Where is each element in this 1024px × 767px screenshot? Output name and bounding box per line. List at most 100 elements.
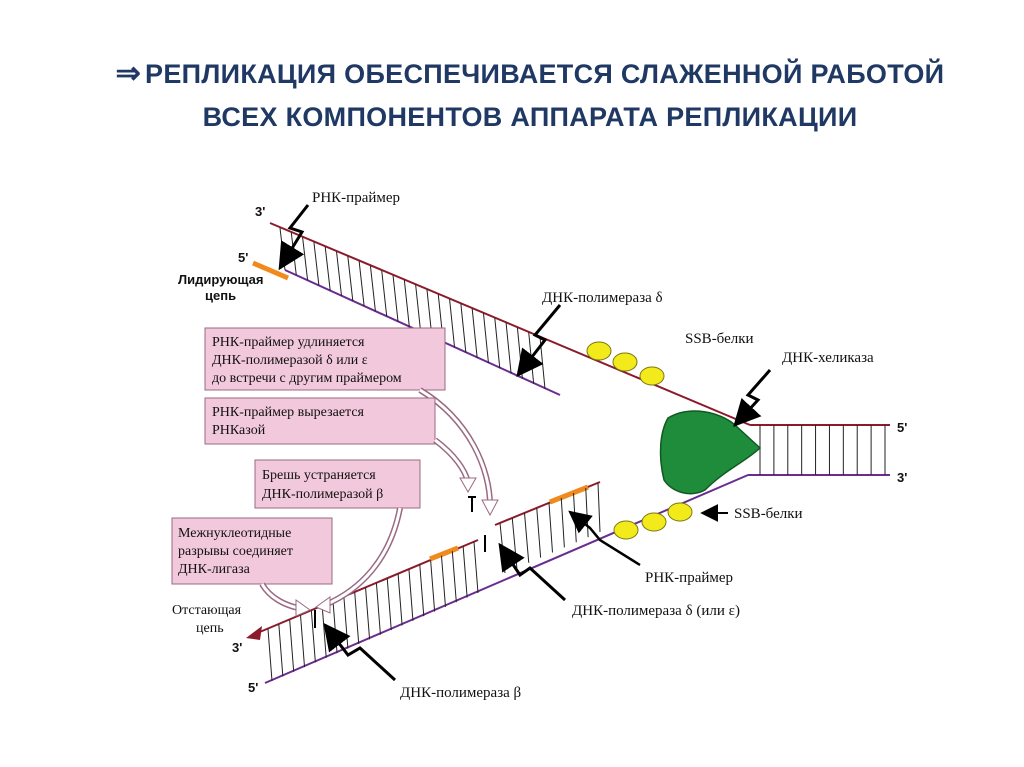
label-helicase: ДНК-хеликаза <box>782 350 874 366</box>
callout4-line2: разрывы соединяет <box>178 544 293 559</box>
callout-texts: РНК-праймер удлиняется ДНК-полимеразой δ… <box>178 335 402 577</box>
callout-gap-fill <box>254 459 421 614</box>
base-pair-rung <box>324 246 331 291</box>
base-pair-rung <box>369 265 376 312</box>
parental-duplex <box>748 424 890 476</box>
label-dna-pol-delta-eps: ДНК-полимераза δ (или ε) <box>572 603 740 619</box>
base-pair-rung <box>449 299 456 348</box>
arrow-dna-pol-delta <box>516 304 562 378</box>
ssb-protein <box>639 366 665 386</box>
base-pair-rung <box>300 615 306 668</box>
ssb-protein <box>613 520 639 540</box>
base-pair-rung <box>560 497 565 548</box>
base-pair-rung <box>381 270 388 317</box>
duplex-base-pairs <box>759 425 886 475</box>
base-pair-rung <box>505 322 512 374</box>
base-pair-rung <box>536 507 542 558</box>
base-pair-rung <box>524 512 530 563</box>
lagging-primer-2 <box>549 484 589 505</box>
label-3prime-top: 3' <box>255 204 265 219</box>
ssb-protein <box>612 352 638 372</box>
base-pair-rung <box>358 261 365 307</box>
base-pair-rung <box>343 596 349 649</box>
diagram-labels: РНК-праймер 3' 5' Лидирующая цепь ДНК-по… <box>172 190 907 701</box>
label-dna-pol-delta: ДНК-полимераза δ <box>542 290 663 306</box>
callout2-line1: РНК-праймер вырезается <box>212 405 365 420</box>
label-leading-strand-1: Лидирующая <box>178 272 263 287</box>
callout-ligase <box>171 517 333 617</box>
ssb-protein <box>641 512 667 532</box>
label-5prime-top: 5' <box>238 250 248 265</box>
leading-primer <box>252 260 289 281</box>
base-pair-rung <box>321 606 327 658</box>
base-pair-rung <box>375 583 381 635</box>
base-pair-rung <box>392 275 399 322</box>
ssb-proteins-top <box>586 341 665 386</box>
label-3prime-bottom: 3' <box>232 640 242 655</box>
base-pair-rung <box>471 308 478 359</box>
ssb-protein <box>667 502 693 522</box>
callout1-line2: ДНК-полимеразой δ или ε <box>212 353 368 368</box>
title-line-2: ВСЕХ КОМПОНЕНТОВ АППАРАТА РЕПЛИКАЦИИ <box>202 102 858 132</box>
ssb-proteins-bottom <box>613 502 693 540</box>
base-pair-rung <box>408 569 414 621</box>
label-5prime-bottom: 5' <box>248 680 258 695</box>
base-pair-rung <box>386 578 392 631</box>
arrow-rna-primer-bottom <box>568 510 641 567</box>
label-rna-primer-bottom: РНК-праймер <box>645 570 733 586</box>
title-line-1: ⇒РЕПЛИКАЦИЯ ОБЕСПЕЧИВАЕТСЯ СЛАЖЕННОЙ РАБ… <box>115 57 945 90</box>
dna-helicase-shape <box>659 410 762 495</box>
base-pair-rung <box>310 610 316 663</box>
base-pair-rung <box>494 317 501 369</box>
base-pair-rung <box>403 280 410 327</box>
base-pair-rung <box>462 546 468 598</box>
pointer-arrows <box>278 204 772 682</box>
base-pair-rung <box>415 284 422 333</box>
base-pair-rung <box>597 482 601 533</box>
callout4-line3: ДНК-лигаза <box>178 562 251 577</box>
base-pair-rung <box>482 313 489 364</box>
callout1-line3: до встречи с другим праймером <box>212 371 402 386</box>
label-5prime-right: 5' <box>897 420 907 435</box>
label-ssb-bottom: SSB-белки <box>734 506 803 522</box>
base-pair-rung <box>440 555 446 607</box>
base-pair-rung <box>289 619 295 672</box>
label-ssb-top: SSB-белки <box>685 331 754 347</box>
base-pair-rung <box>347 256 354 302</box>
base-pair-rung <box>365 587 371 640</box>
base-pair-rung <box>419 564 425 617</box>
label-leading-strand-2: цепь <box>205 288 236 303</box>
label-rna-primer-top: РНК-праймер <box>312 190 400 206</box>
label-lagging-strand-1: Отстающая <box>172 603 242 618</box>
callout4-line1: Межнуклеотидные <box>178 526 291 541</box>
double-arrow-icon: ⇒ <box>115 57 142 90</box>
base-pair-rung <box>460 303 467 353</box>
lagging-primer-1 <box>429 545 459 562</box>
arrow-rna-primer-top <box>278 204 310 271</box>
base-pair-rung <box>430 560 436 612</box>
slide-title: ⇒РЕПЛИКАЦИЯ ОБЕСПЕЧИВАЕТСЯ СЛАЖЕННОЙ РАБ… <box>60 52 1000 139</box>
base-pair-rung <box>336 251 343 296</box>
base-pair-rung <box>451 551 457 603</box>
base-pair-rung <box>473 541 479 594</box>
gap-marks <box>314 496 486 628</box>
arrow-helicase <box>733 369 772 427</box>
lagging-5prime-arrowhead <box>246 626 262 640</box>
callout3-line2: ДНК-полимеразой β <box>262 487 383 502</box>
leading-arm <box>252 222 751 426</box>
arrow-dna-pol-beta <box>323 622 397 682</box>
base-pair-rung <box>313 242 320 286</box>
callout2-line2: РНКазой <box>212 423 266 438</box>
label-dna-pol-beta: ДНК-полимераза β <box>400 685 521 701</box>
ssb-protein <box>586 341 612 361</box>
label-3prime-right: 3' <box>897 470 907 485</box>
base-pair-rung <box>278 624 284 677</box>
base-pair-rung <box>354 592 360 644</box>
base-pair-rung <box>548 502 553 553</box>
label-lagging-strand-2: цепь <box>196 621 224 636</box>
callout1-line1: РНК-праймер удлиняется <box>212 335 365 350</box>
base-pair-rung <box>585 487 589 538</box>
base-pair-rung <box>397 574 403 626</box>
base-pair-rung <box>290 232 297 276</box>
